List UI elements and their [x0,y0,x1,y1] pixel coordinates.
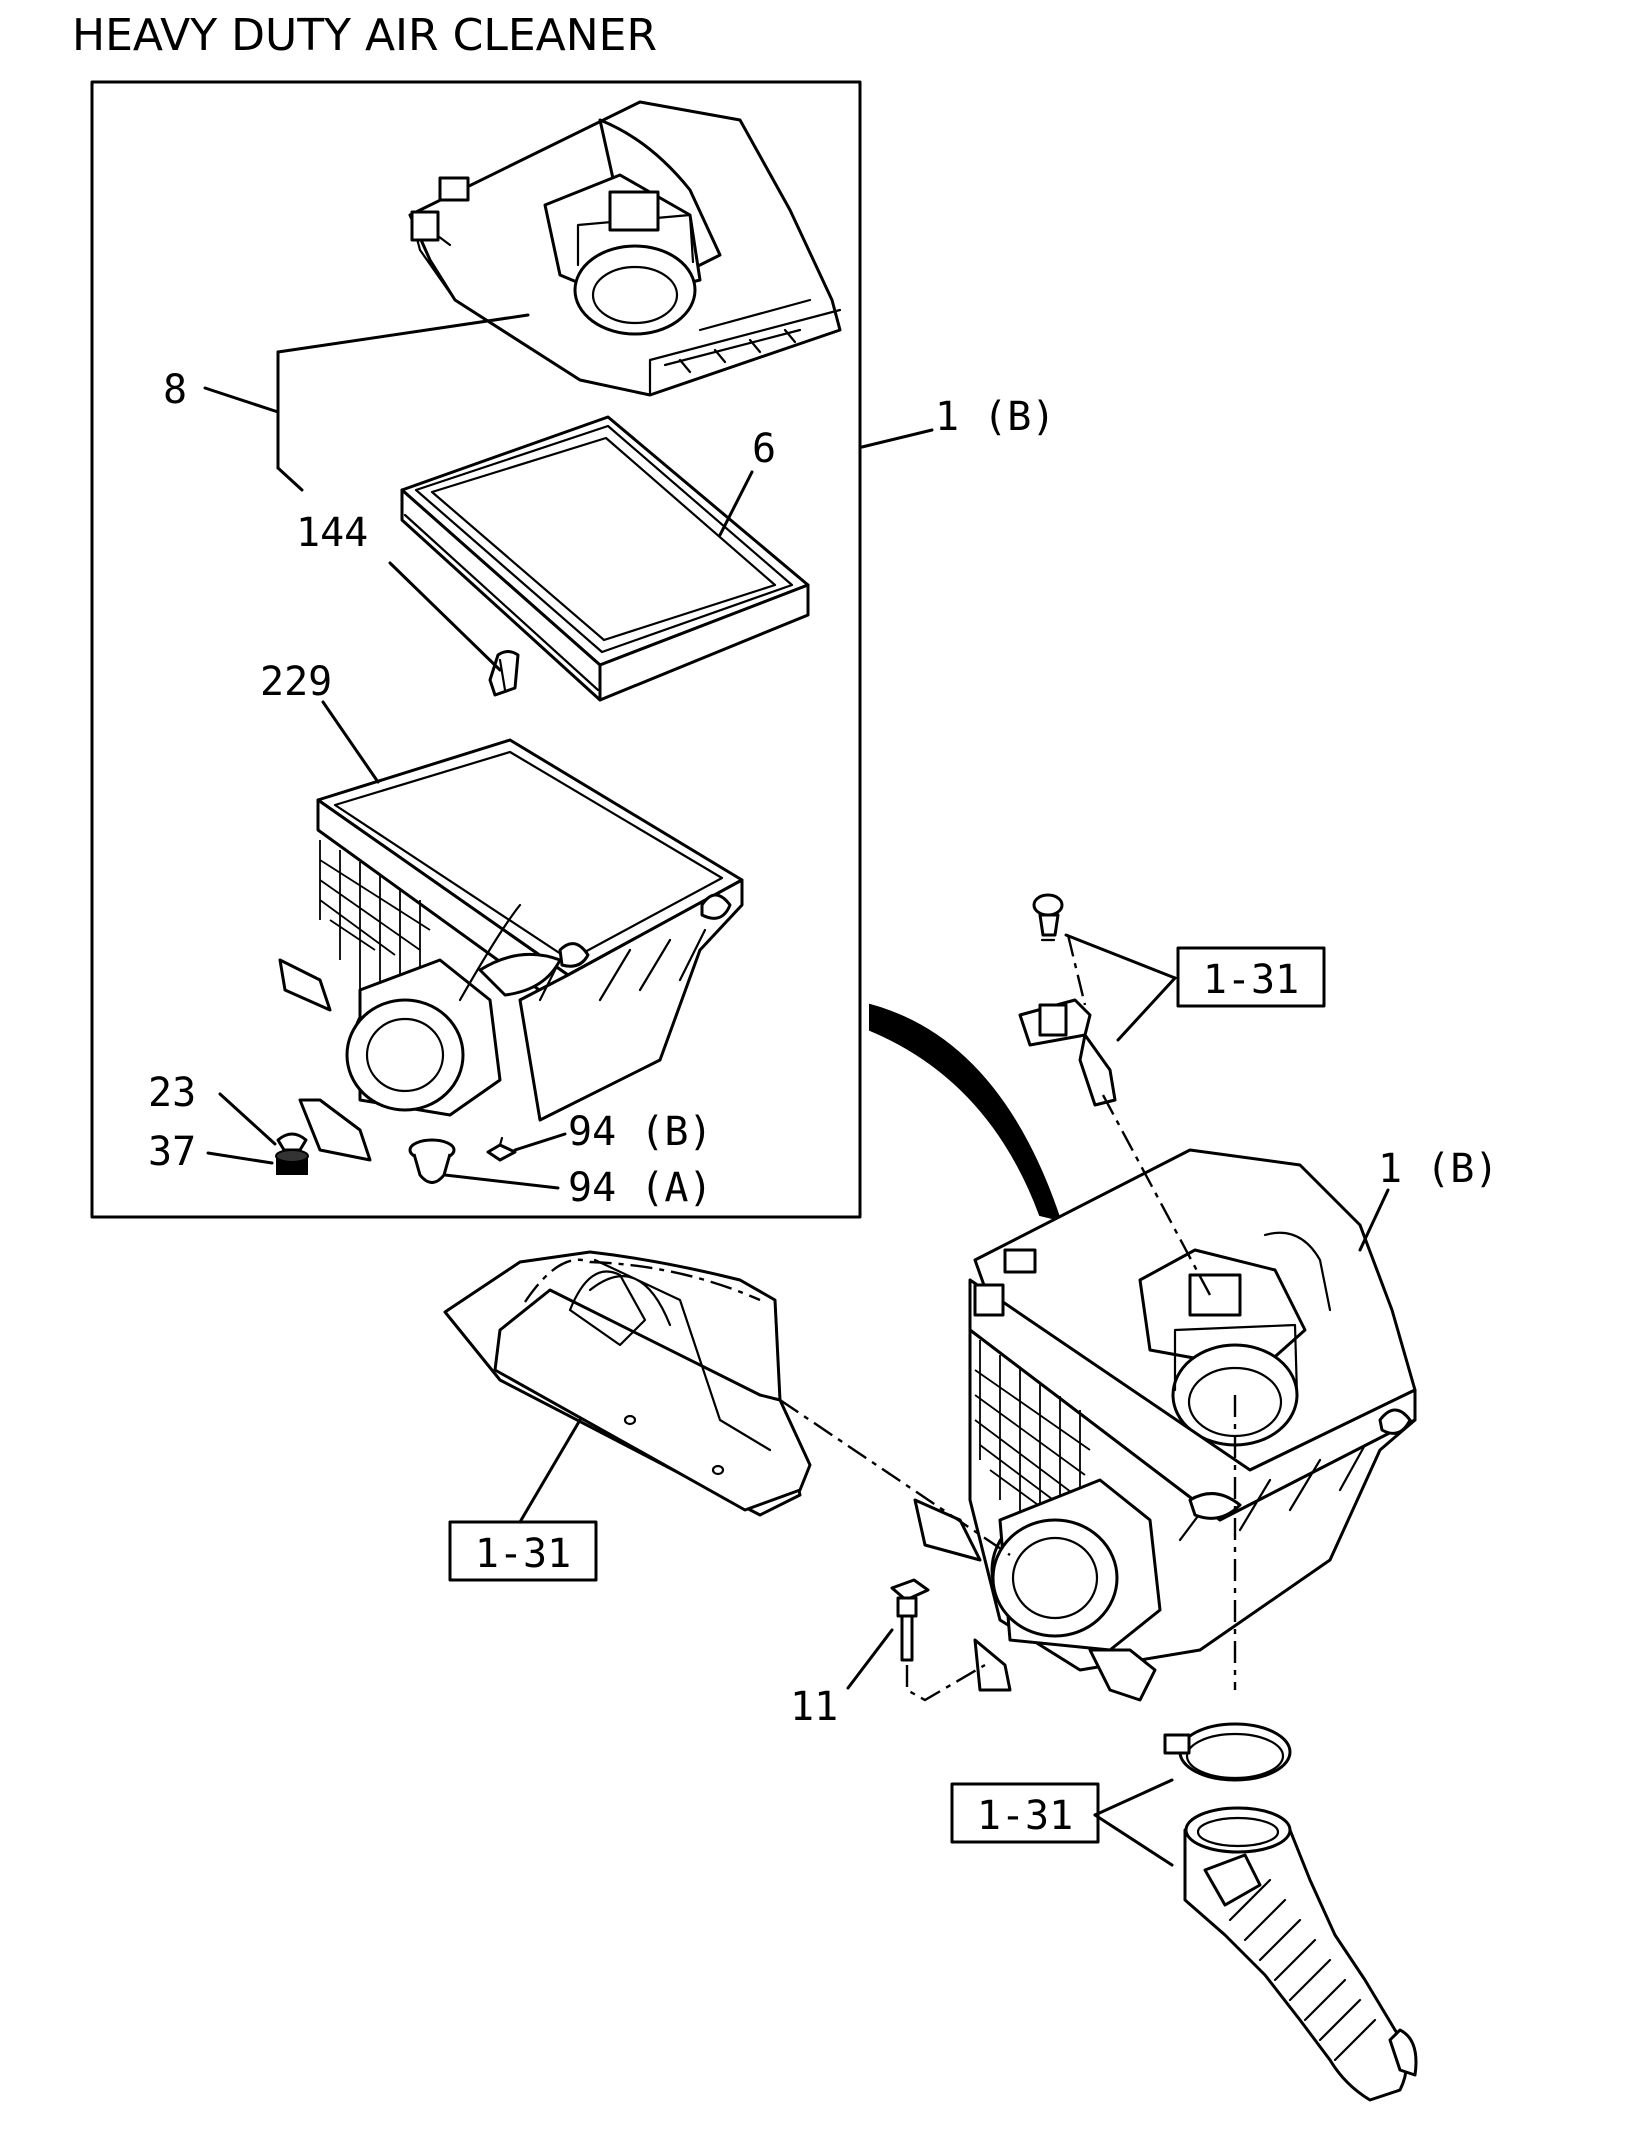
part-lower-case[interactable] [278,738,744,1162]
callout-37: 37 [148,1129,196,1175]
callout-1b-main: 1 (B) [1378,1146,1498,1192]
inset-frame [90,80,862,1219]
part-pin-94b[interactable] [486,1136,517,1162]
ref-box-sensor[interactable]: 1-31 [1176,946,1326,1008]
callout-229: 229 [260,659,332,705]
callout-23: 23 [148,1070,196,1116]
part-sensor-screw[interactable] [1032,893,1064,942]
ref-box-hose[interactable]: 1-31 [950,1782,1100,1844]
part-air-cleaner-assembly[interactable] [913,1148,1417,1702]
ref-box-sensor-label: 1-31 [1203,957,1299,1003]
part-upper-cover[interactable] [408,100,842,397]
assembly-direction-arrow [869,1003,1062,1222]
part-hose-clamp[interactable] [1163,1722,1292,1782]
part-intake-hose[interactable] [1183,1806,1418,2102]
ref-box-duct-label: 1-31 [475,1531,571,1577]
callout-8: 8 [163,367,187,413]
callout-94a: 94 (A) [568,1165,713,1211]
part-airflow-sensor[interactable] [1018,998,1117,1107]
callout-6: 6 [752,426,776,472]
diagram-title: HEAVY DUTY AIR CLEANER [72,10,658,61]
callout-11: 11 [790,1684,838,1730]
part-clip-144[interactable] [488,650,520,697]
callout-144: 144 [296,510,368,556]
ref-box-hose-label: 1-31 [977,1793,1073,1839]
part-bolt-11[interactable] [890,1578,930,1662]
callout-1b-inset: 1 (B) [935,394,1055,440]
part-filter-element[interactable] [400,415,810,702]
part-rubber-37[interactable] [275,1149,309,1175]
part-valve-94a[interactable] [408,1138,456,1184]
part-air-intake-duct[interactable] [443,1250,812,1517]
leader-lines [203,313,1390,1867]
ref-box-duct[interactable]: 1-31 [448,1520,598,1582]
callout-94b: 94 (B) [568,1109,713,1155]
